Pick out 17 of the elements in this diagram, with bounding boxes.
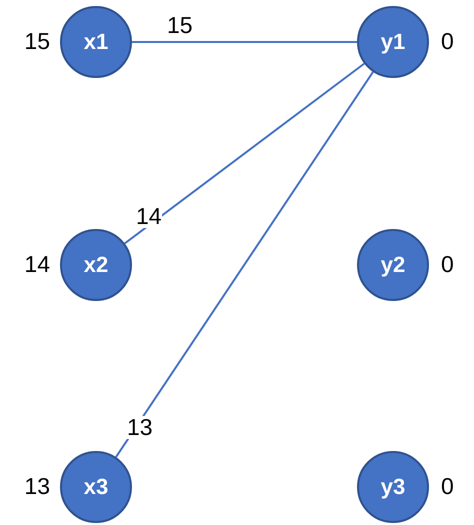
- node-label: y1: [380, 29, 406, 55]
- connector-line: [115, 71, 374, 458]
- node-label: y3: [380, 474, 406, 500]
- node-label: x2: [84, 252, 108, 278]
- connector-line: [132, 41, 357, 43]
- node-label: x1: [84, 29, 108, 55]
- node-label: x3: [84, 474, 108, 500]
- node-value: 14: [24, 251, 50, 278]
- edge-label: 13: [127, 416, 153, 439]
- node-value: 15: [24, 28, 50, 55]
- node-value: 0: [441, 251, 454, 278]
- edge-label: 14: [136, 205, 162, 228]
- node-value: 0: [441, 28, 454, 55]
- node-value: 13: [24, 473, 50, 500]
- node-label: y2: [380, 252, 406, 278]
- connector-line: [124, 62, 365, 244]
- node-value: 0: [441, 473, 454, 500]
